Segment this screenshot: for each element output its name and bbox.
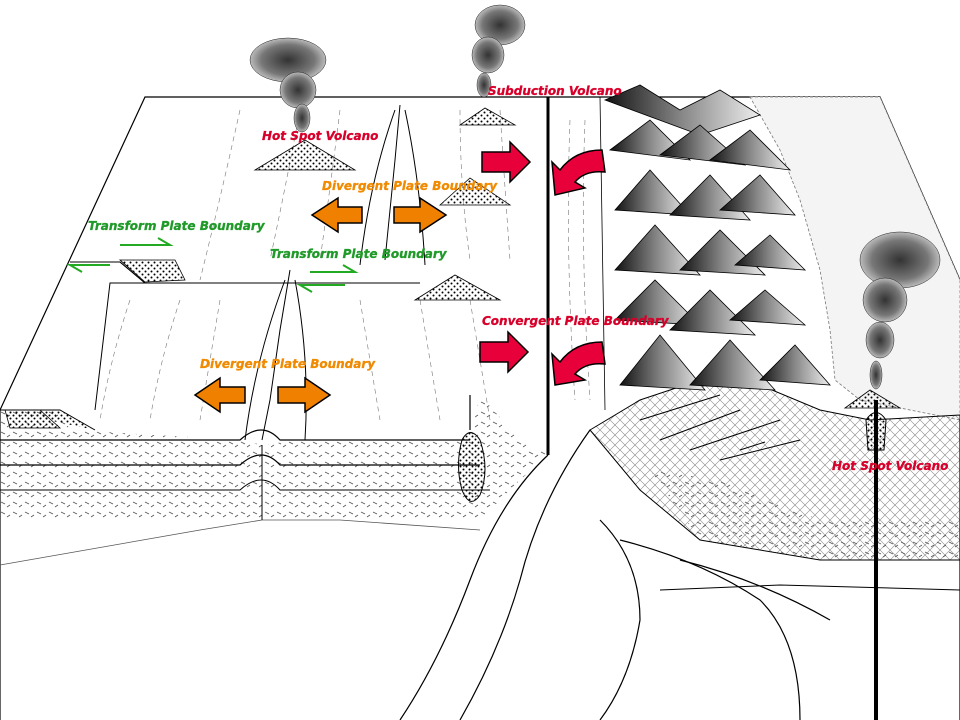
mountain-range: [603, 84, 831, 391]
transform-arrow-left-top: [120, 237, 174, 246]
transform-arrow-center-bottom: [296, 284, 345, 293]
ridge-crest-lower: [244, 269, 307, 441]
subducting-slab: [399, 429, 831, 720]
green-half-arrow-icon: [66, 237, 359, 293]
trench: [546, 96, 606, 455]
convergent-arrow-lower-curved: [551, 341, 606, 386]
label-divergent-lower: Divergent Plate Boundary: [200, 357, 376, 371]
thrust-faults: [639, 394, 801, 461]
hotspot-plume-right: [865, 400, 887, 720]
convergent-arrow-upper-curved: [551, 149, 606, 196]
label-transform-left: Transform Plate Boundary: [88, 219, 266, 233]
magma-plume-subduction: [458, 395, 486, 502]
divergent-arrow-upper-right: [393, 196, 448, 234]
label-subduction-volcano: Subduction Volcano: [488, 84, 622, 98]
continental-root: [650, 470, 960, 560]
label-transform-center: Transform Plate Boundary: [270, 247, 448, 261]
volcano-cones: [253, 107, 902, 409]
label-hot-spot-volcano-left: Hot Spot Volcano: [262, 129, 378, 143]
convergent-arrow-lower-straight: [479, 330, 530, 374]
label-hot-spot-volcano-right: Hot Spot Volcano: [832, 459, 948, 473]
seafloor-lines: [99, 109, 591, 421]
label-convergent: Convergent Plate Boundary: [482, 314, 670, 328]
cross-section: [0, 395, 548, 566]
smoke-plumes: [249, 4, 941, 390]
label-divergent-upper: Divergent Plate Boundary: [322, 179, 498, 193]
transform-arrow-left-bottom: [66, 264, 110, 273]
transform-dotted-wedge: [118, 259, 186, 283]
curved-red-arrow-icon: [479, 140, 606, 386]
smoke-subduction: [471, 4, 526, 98]
divergent-arrow-lower-left: [193, 376, 246, 414]
continent-surface: [749, 96, 960, 421]
smoke-hotspot-left: [249, 37, 327, 133]
mantle-line: [659, 584, 960, 591]
smoke-hotspot-right: [859, 231, 941, 390]
divergent-arrow-lower-right: [277, 376, 332, 414]
divergent-arrow-upper-left: [310, 196, 363, 234]
convergent-arrow-upper-straight: [481, 140, 532, 184]
transform-arrow-center-top: [310, 264, 359, 273]
orange-double-arrow-icon: [193, 196, 448, 414]
ridge-crest-upper: [359, 104, 426, 266]
transform-fault-step: [70, 261, 420, 411]
